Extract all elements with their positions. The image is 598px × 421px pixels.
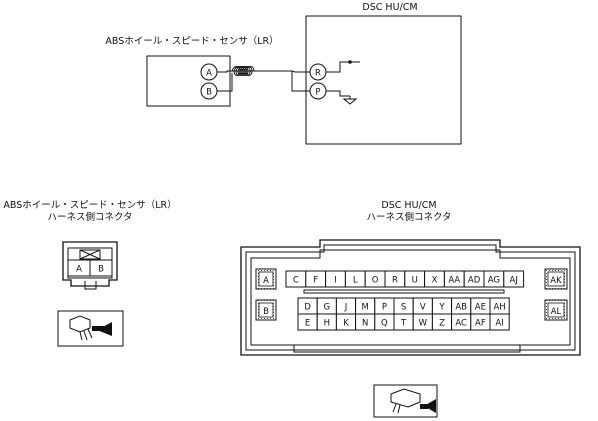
dsc-pin-label: U <box>412 276 418 286</box>
dsc-pin-label: E <box>305 319 310 329</box>
dsc-pin-label: D <box>304 303 311 313</box>
connector-view-direction-icon <box>57 310 124 347</box>
svg-text:B: B <box>263 307 269 317</box>
dsc-connector <box>240 239 581 356</box>
dsc-pin-label: R <box>392 276 398 286</box>
dsc-corner-pin-a: A <box>255 268 277 290</box>
dsc-pin-label: N <box>362 319 368 329</box>
dsc-pin-label: Q <box>381 319 388 329</box>
dsc-pin-grid: C F I L O R U X AA AD AG AJ D G J M P S V Y AB AE AH E H K N Q T W Z AC… <box>285 270 525 331</box>
dsc-pin-label: AI <box>495 319 503 329</box>
dsc-pin-label: H <box>324 319 330 329</box>
dsc-pin-label: J <box>344 303 348 313</box>
ground-icon <box>342 96 358 105</box>
dsc-connector-title-2: ハーネス側コネクタ <box>366 211 451 223</box>
svg-text:A: A <box>263 276 269 286</box>
latch-marker <box>79 249 101 260</box>
sensor-label: ABSホイール・スピード・センサ（LR） <box>105 35 278 47</box>
sensor-conn-pin-a-label: A <box>76 265 82 275</box>
dsc-pin-label: K <box>343 319 349 329</box>
sensor-conn-pin-b-label: B <box>98 265 104 275</box>
dsc-unit-box <box>305 15 462 145</box>
dsc-pin-label: AB <box>455 303 467 313</box>
sensor-connector-title-1: ABSホイール・スピード・センサ（LR） <box>3 199 176 211</box>
dsc-corner-pin-b: B <box>255 299 277 321</box>
dsc-pin-label: S <box>401 303 406 313</box>
dsc-pin-r-label: R <box>315 69 321 79</box>
sensor-pin-b-label: B <box>206 88 212 98</box>
dsc-pin-label: AA <box>448 276 460 286</box>
dsc-pin-cell <box>489 313 510 331</box>
dsc-pin-label: M <box>362 303 369 313</box>
sensor-connector-title-2: ハーネス側コネクタ <box>47 211 132 223</box>
twisted-pair-wires <box>217 60 360 97</box>
dsc-pin-label: AF <box>475 319 486 329</box>
dsc-pin-label: I <box>334 276 337 286</box>
dsc-pin-label: C <box>293 276 299 286</box>
dsc-pin-label: O <box>372 276 379 286</box>
dsc-pin-label: V <box>420 303 426 313</box>
dsc-unit-label: DSC HU/CM <box>362 2 417 13</box>
sensor-connector: A B <box>62 241 118 290</box>
sensor-pin-a-label: A <box>206 69 212 79</box>
svg-text:AL: AL <box>551 307 562 317</box>
dsc-pin-label: AG <box>488 276 500 286</box>
dsc-connector-title-1: DSC HU/CM <box>381 200 436 211</box>
dsc-pin-cell <box>503 270 525 288</box>
dsc-pin-label: F <box>313 276 318 286</box>
dsc-pin-label: AJ <box>510 276 518 286</box>
svg-text:AK: AK <box>550 276 562 286</box>
dsc-pin-label: AE <box>475 303 486 313</box>
dsc-pin-label: AC <box>455 319 467 329</box>
dsc-pin-label: W <box>419 319 428 329</box>
dsc-corner-pin-al: AL <box>544 299 568 321</box>
sensor-conn-pin-b <box>89 259 113 277</box>
dsc-pin-label: Y <box>438 303 445 313</box>
dsc-pin-label: P <box>382 303 387 313</box>
dsc-corner-pin-ak: AK <box>544 268 568 290</box>
dsc-pin-label: T <box>400 319 407 329</box>
dsc-pin-label: X <box>432 276 438 286</box>
dsc-pin-label: AH <box>493 303 505 313</box>
dsc-connector-view-direction-icon <box>373 384 438 418</box>
dsc-pin-label: G <box>324 303 331 313</box>
dsc-pin-label: AD <box>468 276 481 286</box>
dsc-pin-p-label: P <box>315 88 320 98</box>
sensor-box <box>146 55 231 107</box>
dsc-pin-label: L <box>353 276 358 286</box>
dsc-pin-label: Z <box>439 319 445 329</box>
